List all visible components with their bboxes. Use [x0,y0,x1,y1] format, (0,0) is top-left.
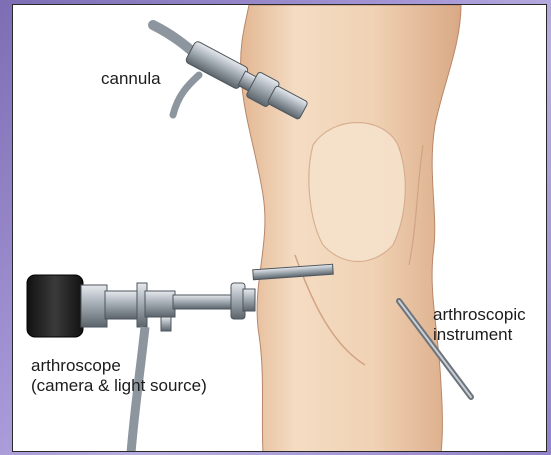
cannula-label: cannula [101,69,161,89]
kneecap-shading [309,123,405,262]
arthroscope-label: arthroscope (camera & light source) [31,356,207,396]
arthroscope-label-line2: (camera & light source) [31,376,207,396]
instrument-label-line1: arthroscopic [433,305,526,325]
instrument-label: arthroscopic instrument [433,305,526,345]
instrument-label-line2: instrument [433,325,526,345]
arthroscope-label-line1: arthroscope [31,356,207,376]
diagram-frame: cannula arthroscope (camera & light sour… [12,4,547,452]
